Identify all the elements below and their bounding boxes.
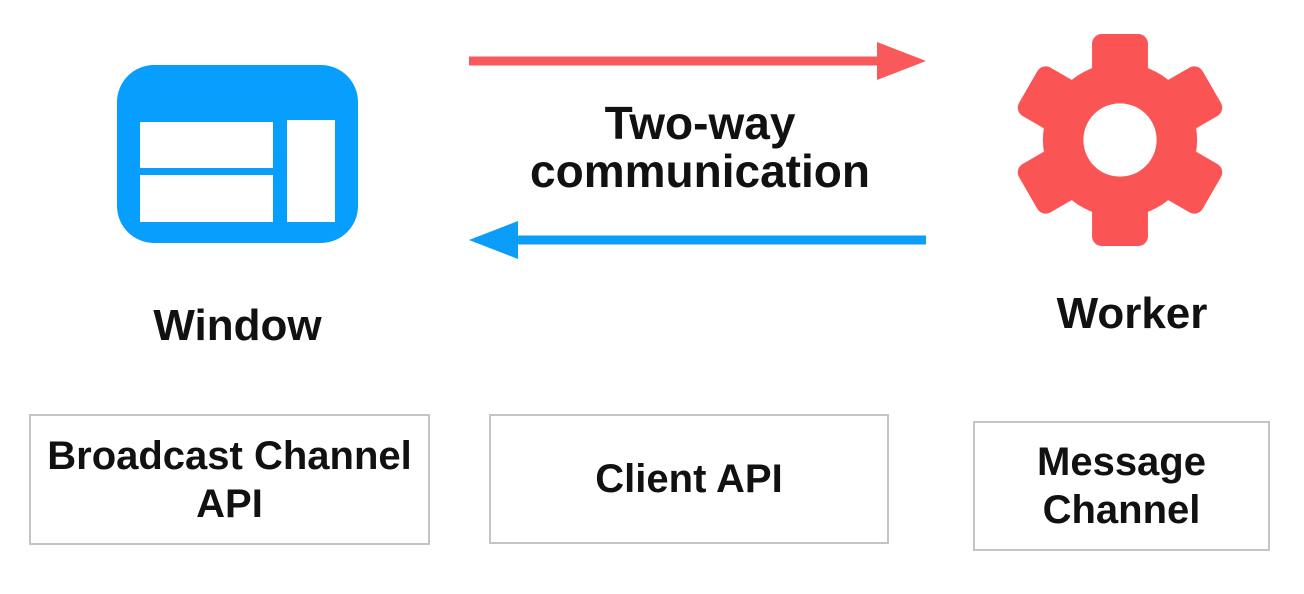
browser-window-icon [117,65,358,243]
gear-icon [1017,34,1223,246]
arrow-left-icon [469,221,926,259]
api-box-text-line: Message [1037,440,1206,484]
browser-window-pane-bottom [140,175,273,222]
api-box-broadcast-channel: Broadcast Channel API [29,414,430,545]
api-box-text-line: Channel [1042,488,1201,532]
api-box-message-channel-text: Message Channel [1037,438,1206,534]
gear-body [1017,34,1223,246]
api-box-message-channel: Message Channel [973,421,1270,551]
api-box-text-line: Broadcast Channel [47,433,412,478]
arrow-right-head [877,42,926,80]
browser-window-pane-side [287,120,335,222]
window-label: Window [153,301,322,350]
api-box-client-api: Client API [489,414,889,544]
worker-label: Worker [1056,289,1208,338]
browser-window-pane-top [140,122,273,168]
api-box-text-line: Client API [595,457,783,501]
gear-hole [1083,103,1157,177]
api-box-broadcast-channel-text: Broadcast Channel API [47,432,412,528]
api-box-text-line: API [196,481,263,526]
two-way-communication-label: Two-way communication [470,99,930,195]
arrow-right-icon [469,42,926,80]
arrow-left-head [469,221,518,259]
communication-line-1: Two-way [604,97,796,149]
communication-line-2: communication [530,145,870,197]
api-box-client-api-text: Client API [595,455,782,503]
